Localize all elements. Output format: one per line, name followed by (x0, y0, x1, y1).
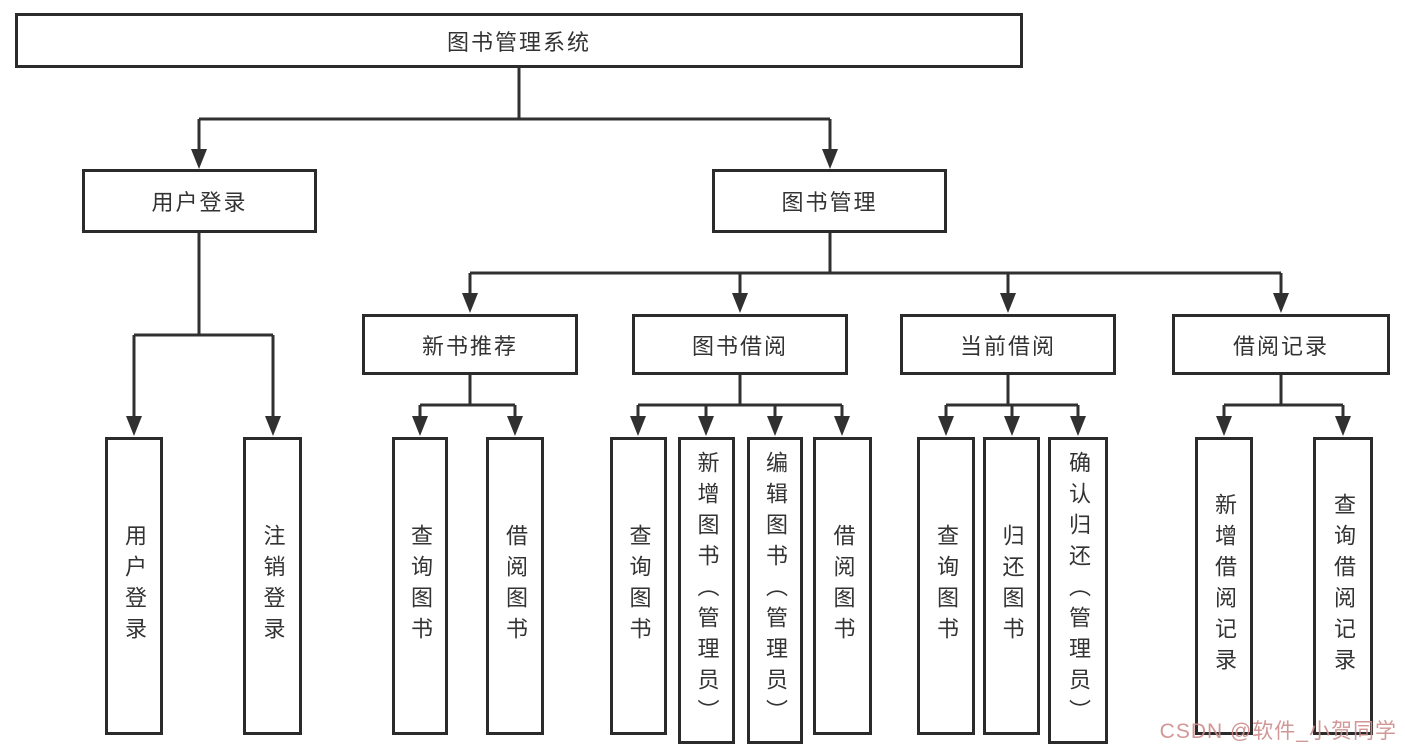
leaf-label: 确认归还（管理员） (1066, 451, 1091, 730)
node-label: 用户登录 (151, 190, 248, 215)
node-user-login: 用户登录 (82, 169, 317, 233)
connector-current-borrowing-branch (938, 375, 1086, 436)
node-system-root: 图书管理系统 (15, 13, 1023, 68)
node-label: 图书借阅 (691, 333, 788, 359)
leaf-label: 新增借阅记录 (1212, 493, 1237, 679)
connector-book-management-branch (462, 233, 1289, 313)
connector-root-to-level2 (191, 68, 838, 169)
node-label: 新书推荐 (421, 333, 518, 359)
leaf-return-books: 归还图书 (983, 437, 1040, 735)
leaf-borrow-books-borrowing: 借阅图书 (813, 437, 872, 735)
leaf-label: 借阅图书 (830, 524, 856, 648)
node-book-borrowing: 图书借阅 (632, 314, 848, 375)
leaf-query-borrow-record: 查询借阅记录 (1313, 437, 1373, 735)
connector-user-login-branch (126, 233, 281, 436)
leaf-label: 查询图书 (626, 524, 652, 648)
leaf-query-books-current: 查询图书 (917, 437, 975, 735)
connector-book-borrowing-branch (630, 375, 850, 436)
node-label: 借阅记录 (1232, 333, 1329, 359)
leaf-confirm-return-admin: 确认归还（管理员） (1048, 437, 1108, 744)
leaf-user-login: 用户登录 (105, 437, 163, 735)
leaf-label: 查询图书 (408, 524, 433, 648)
leaf-logout: 注销登录 (243, 437, 302, 735)
node-label: 图书管理 (781, 190, 878, 215)
connector-borrowing-records-branch (1216, 375, 1351, 436)
leaf-label: 借阅图书 (503, 524, 528, 648)
leaf-query-books-recommend: 查询图书 (392, 437, 448, 735)
node-current-borrowing: 当前借阅 (900, 314, 1116, 375)
node-borrowing-records: 借阅记录 (1172, 314, 1390, 375)
connector-new-book-branch (412, 375, 523, 436)
leaf-label: 归还图书 (999, 524, 1025, 648)
node-book-management: 图书管理 (712, 169, 947, 233)
csdn-watermark: CSDN @软件_小贺同学 (1159, 720, 1397, 743)
node-label: 图书管理系统 (446, 29, 591, 55)
leaf-label: 注销登录 (260, 524, 286, 648)
leaf-label: 用户登录 (122, 524, 147, 648)
leaf-borrow-books-recommend: 借阅图书 (486, 437, 544, 735)
leaf-edit-books-admin: 编辑图书（管理员） (747, 437, 803, 744)
leaf-label: 编辑图书（管理员） (763, 451, 788, 730)
leaf-label: 新增图书（管理员） (694, 451, 720, 730)
leaf-add-borrow-record: 新增借阅记录 (1195, 437, 1253, 735)
node-label: 当前借阅 (959, 333, 1056, 359)
leaf-label: 查询图书 (934, 524, 959, 648)
leaf-add-books-admin: 新增图书（管理员） (678, 437, 735, 744)
leaf-query-books-borrowing: 查询图书 (610, 437, 667, 735)
leaf-label: 查询借阅记录 (1331, 493, 1356, 679)
node-new-book-recommend: 新书推荐 (362, 314, 578, 375)
